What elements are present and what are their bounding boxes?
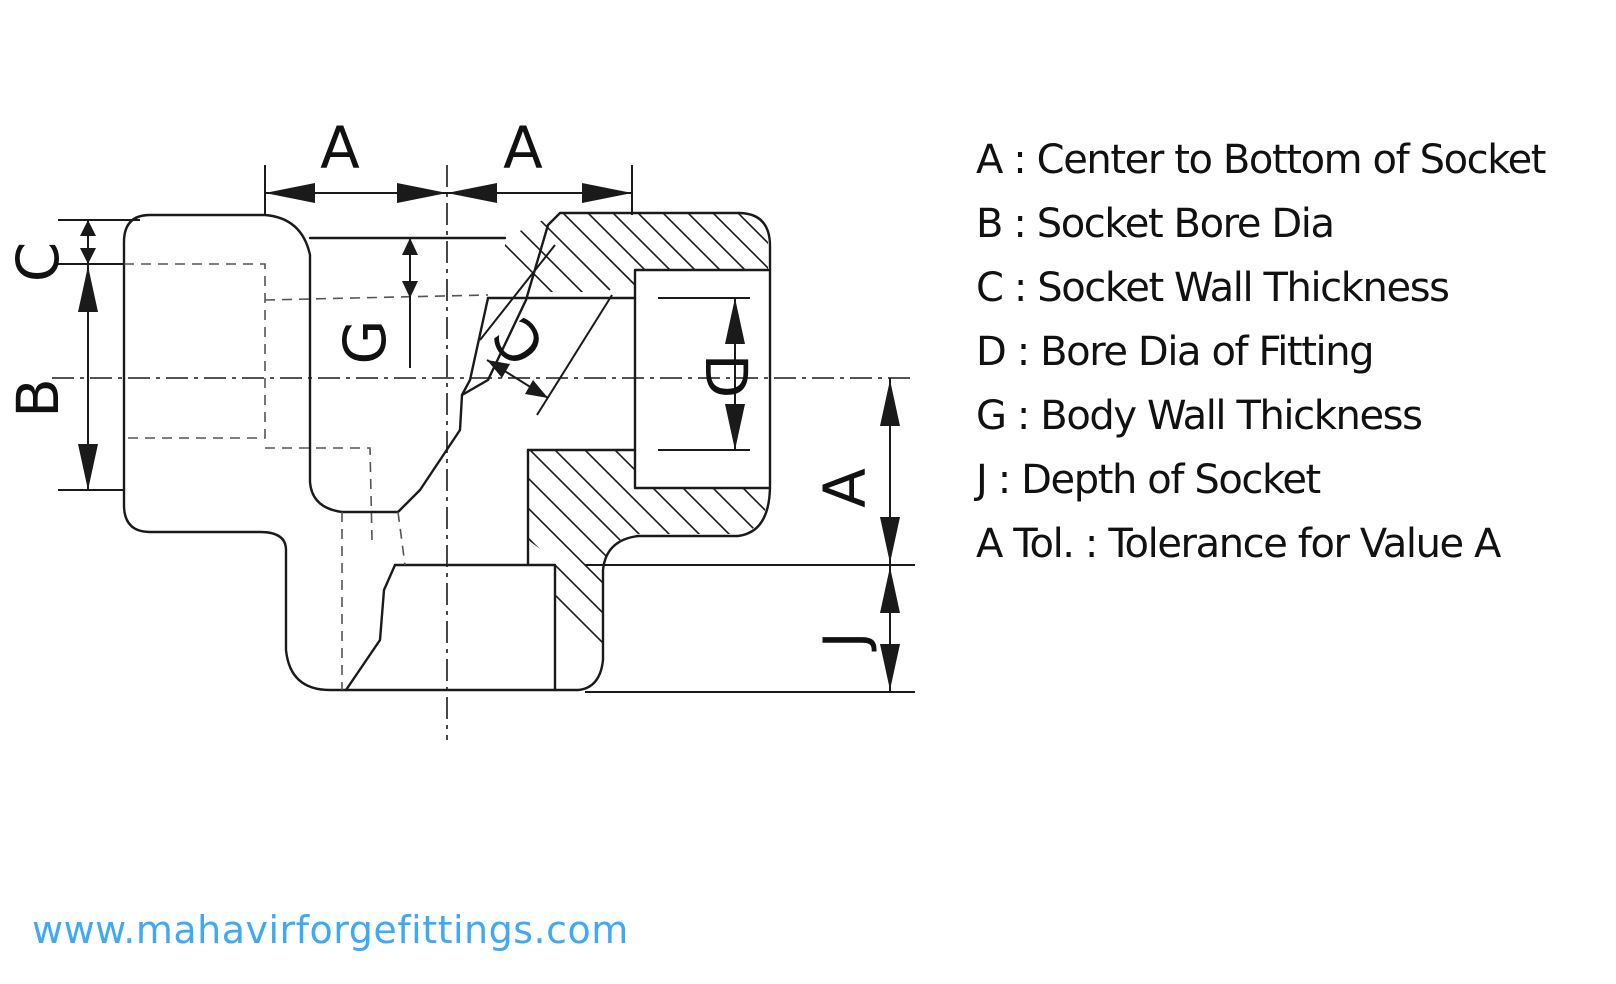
dim-label-j: J [811,631,879,651]
legend-item-j: J : Depth of Socket [976,457,1321,503]
dimension-a-horizontal [264,165,633,215]
dim-label-c-outer: C [4,242,72,283]
bottom-taper-line [344,563,397,692]
legend-item-a: A : Center to Bottom of Socket [976,137,1546,183]
dim-label-a-left: A [320,114,360,182]
dim-label-a-right: A [503,114,543,182]
left-inner-taper [460,296,490,397]
socket-right-outline [633,268,772,490]
hatch-bottom [528,450,768,681]
legend-item-d: D : Bore Dia of Fitting [976,329,1375,375]
fitting-outline [122,211,772,692]
dimension-a-j-vertical [585,378,915,693]
website-url: www.mahavirforgefittings.com [32,908,629,952]
dimension-g [402,238,418,368]
legend-item-a-tol: A Tol. : Tolerance for Value A [976,521,1501,567]
dim-label-a-vertical: A [811,468,879,508]
hatch-top [505,212,768,292]
dim-label-b: B [4,378,72,418]
legend-item-g: G : Body Wall Thickness [976,393,1423,439]
dimension-c-b-vertical [58,219,140,491]
socket-weld-tee-drawing: A A C B G C D [4,114,915,740]
legend-item-b: B : Socket Bore Dia [976,201,1335,247]
legend-item-c: C : Socket Wall Thickness [976,265,1450,311]
dim-label-g: G [331,320,399,365]
dim-label-d: D [692,354,760,399]
bottom-socket-outline [393,448,557,692]
dimension-d [658,297,750,451]
dimension-c-inner [479,244,613,416]
hidden-socket-left [124,263,489,690]
dimension-legend: A : Center to Bottom of Socket B : Socke… [976,128,1546,576]
